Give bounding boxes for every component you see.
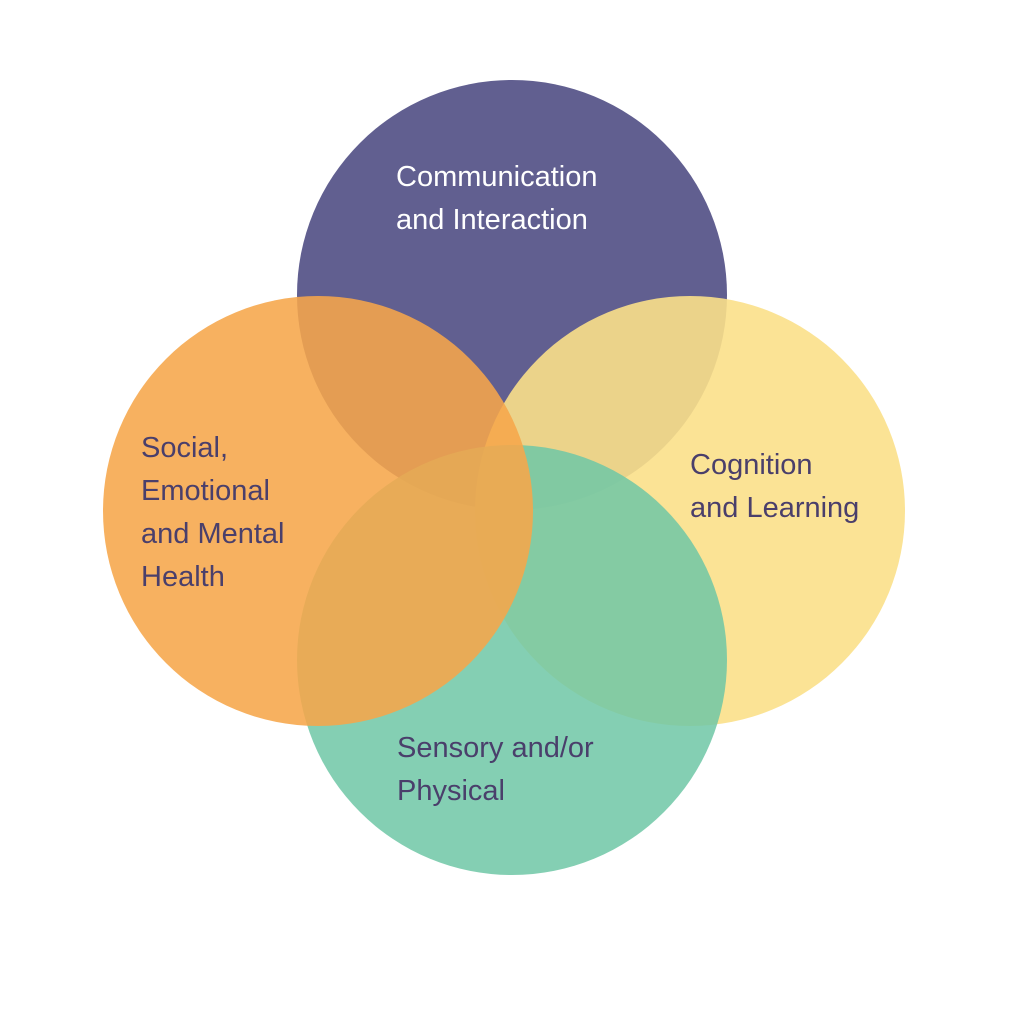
label-social-line-1: Social, xyxy=(141,432,228,464)
label-sensory-line-1: Sensory and/or xyxy=(397,732,594,764)
circle-social xyxy=(103,296,533,726)
label-cognition-line-1: Cognition xyxy=(690,449,813,481)
label-cognition: Cognition and Learning xyxy=(690,449,859,524)
label-social-line-3: and Mental xyxy=(141,518,285,550)
label-social: Social, Emotional and Mental Health xyxy=(141,432,293,593)
label-communication: Communication and Interaction xyxy=(396,161,606,236)
label-communication-line-1: Communication xyxy=(396,161,597,193)
label-sensory-line-2: Physical xyxy=(397,775,505,807)
label-social-line-2: Emotional xyxy=(141,475,270,507)
label-cognition-line-2: and Learning xyxy=(690,492,859,524)
label-social-line-4: Health xyxy=(141,561,225,593)
label-communication-line-2: and Interaction xyxy=(396,204,588,236)
label-sensory: Sensory and/or Physical xyxy=(397,732,602,807)
